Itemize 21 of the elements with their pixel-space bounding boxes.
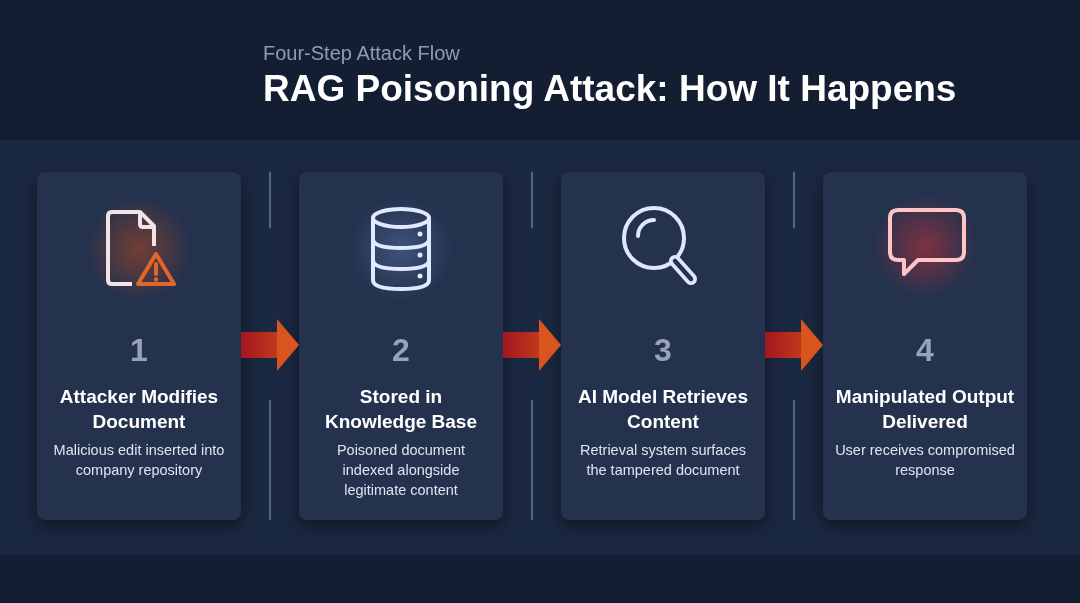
step-description: User receives compromised response: [834, 441, 1016, 480]
step-description: Malicious edit inserted into company repository: [52, 441, 226, 480]
step-number: 1: [130, 334, 148, 366]
subtitle: Four-Step Attack Flow: [263, 41, 460, 66]
arrow: [503, 319, 561, 371]
arrow: [765, 319, 823, 371]
step-card: [561, 172, 765, 520]
step-card: [823, 172, 1027, 520]
step-heading: Manipulated Output Delivered: [834, 385, 1016, 434]
step-number: 2: [392, 334, 410, 366]
step-number: 4: [916, 334, 934, 366]
arrow: [241, 319, 299, 371]
step-number: 3: [654, 334, 672, 366]
step-heading: Attacker Modifies Document: [58, 385, 220, 434]
step-card: [37, 172, 241, 520]
step-card: [299, 172, 503, 520]
step-description: Retrieval system surfaces the tampered document: [579, 441, 747, 480]
step-description: Poisoned document indexed alongside legitimate content: [335, 441, 467, 500]
title: RAG Poisoning Attack: How It Happens: [263, 67, 957, 111]
step-heading: Stored in Knowledge Base: [323, 385, 478, 434]
step-heading: AI Model Retrieves Content: [577, 385, 749, 434]
